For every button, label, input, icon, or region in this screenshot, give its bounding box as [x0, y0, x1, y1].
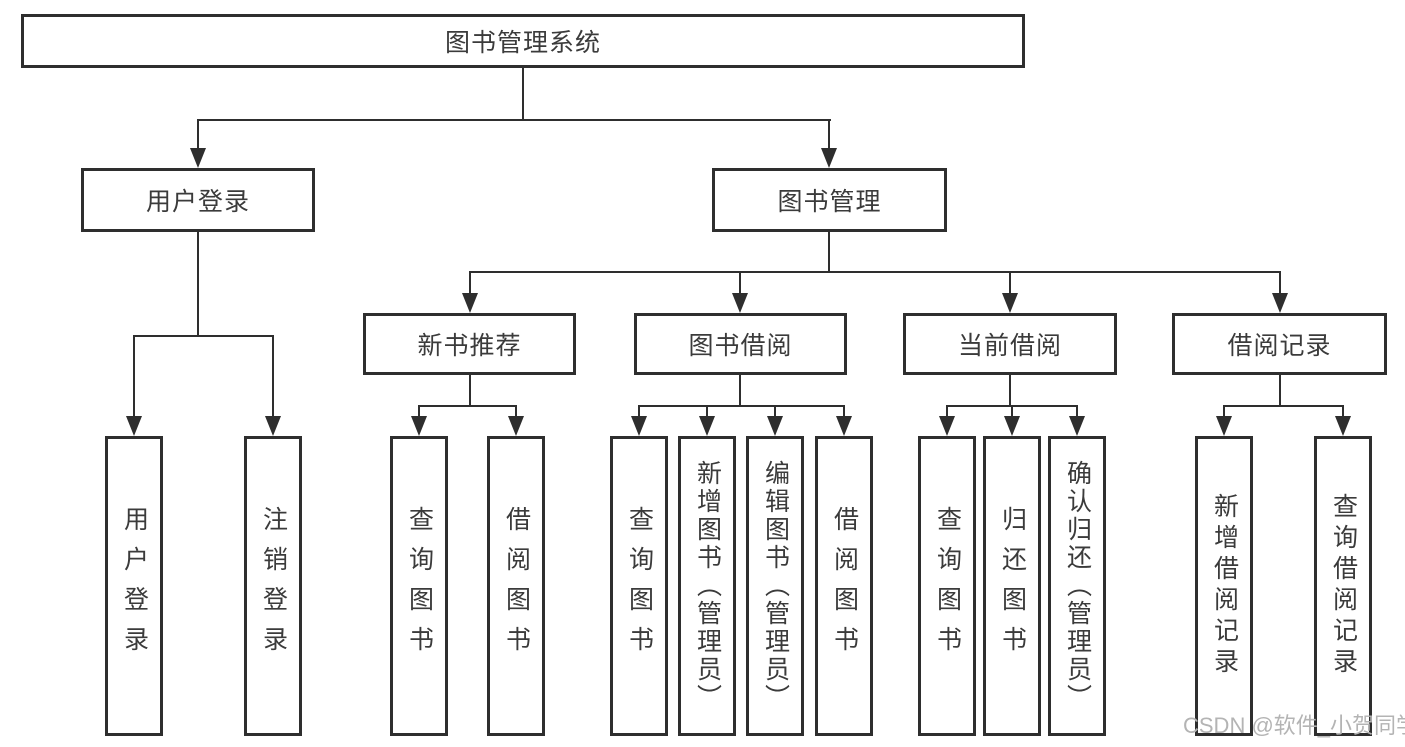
arrowhead — [939, 416, 955, 436]
arrowhead — [732, 293, 748, 313]
connector-line — [739, 271, 741, 297]
connector-line — [638, 405, 845, 407]
leaf-user-login: 用户登录 — [105, 436, 163, 736]
node-new-book-recommend-label: 新书推荐 — [417, 332, 522, 360]
leaf-return-book: 归还图书 — [983, 436, 1041, 736]
leaf-logout-label: 注销登录 — [259, 506, 288, 666]
arrowhead — [767, 416, 783, 436]
connector-line — [1009, 271, 1011, 297]
arrowhead — [1069, 416, 1085, 436]
arrowhead — [411, 416, 427, 436]
leaf-query-books-borrow: 查询图书 — [610, 436, 668, 736]
connector-line — [1223, 405, 1344, 407]
node-book-borrow: 图书借阅 — [634, 313, 847, 375]
connector-line — [197, 119, 199, 151]
leaf-borrow-books-borrow: 借阅图书 — [815, 436, 873, 736]
leaf-user-login-label: 用户登录 — [120, 506, 149, 666]
arrowhead — [1335, 416, 1351, 436]
watermark: CSDN @软件_小贺同学 — [1183, 713, 1405, 738]
node-root: 图书管理系统 — [21, 14, 1025, 68]
arrowhead — [699, 416, 715, 436]
connector-line — [706, 405, 708, 419]
leaf-query-books-current-label: 查询图书 — [933, 506, 962, 666]
connector-line — [828, 232, 830, 273]
connector-line — [946, 405, 948, 419]
connector-line — [1009, 375, 1011, 407]
connector-line — [739, 375, 741, 407]
leaf-query-borrow-record: 查询借阅记录 — [1314, 436, 1372, 736]
connector-line — [515, 405, 517, 419]
connector-line — [1342, 405, 1344, 419]
arrowhead — [631, 416, 647, 436]
arrowhead — [265, 416, 281, 436]
leaf-edit-book-admin-label: 编辑图书（管理员） — [761, 460, 790, 712]
leaf-query-books-borrow-label: 查询图书 — [625, 506, 654, 666]
connector-line — [469, 271, 471, 297]
node-current-borrow: 当前借阅 — [903, 313, 1117, 375]
connector-line — [522, 68, 524, 120]
node-user-login: 用户登录 — [81, 168, 315, 232]
arrowhead — [1004, 416, 1020, 436]
arrowhead — [821, 148, 837, 168]
leaf-query-books-recommend-label: 查询图书 — [405, 506, 434, 666]
leaf-query-books-current: 查询图书 — [918, 436, 976, 736]
arrowhead — [836, 416, 852, 436]
leaf-confirm-return-admin: 确认归还（管理员） — [1048, 436, 1106, 736]
connector-line — [828, 119, 830, 151]
arrowhead — [126, 416, 142, 436]
leaf-confirm-return-admin-label: 确认归还（管理员） — [1063, 460, 1092, 712]
leaf-add-book-admin-label: 新增图书（管理员） — [693, 460, 722, 712]
leaf-add-borrow-record: 新增借阅记录 — [1195, 436, 1253, 736]
node-borrow-records: 借阅记录 — [1172, 313, 1387, 375]
connector-line — [133, 335, 135, 419]
connector-line — [1011, 405, 1013, 419]
leaf-query-books-recommend: 查询图书 — [390, 436, 448, 736]
connector-line — [133, 335, 274, 337]
arrowhead — [508, 416, 524, 436]
node-current-borrow-label: 当前借阅 — [957, 332, 1062, 360]
leaf-add-borrow-record-label: 新增借阅记录 — [1210, 493, 1239, 679]
connector-line — [1279, 271, 1281, 297]
connector-line — [1076, 405, 1078, 419]
node-borrow-records-label: 借阅记录 — [1227, 332, 1332, 360]
leaf-borrow-books-borrow-label: 借阅图书 — [830, 506, 859, 666]
connector-line — [197, 232, 199, 337]
leaf-add-book-admin: 新增图书（管理员） — [678, 436, 736, 736]
leaf-query-borrow-record-label: 查询借阅记录 — [1329, 493, 1358, 679]
arrowhead — [462, 293, 478, 313]
connector-line — [418, 405, 420, 419]
node-book-borrow-label: 图书借阅 — [688, 332, 793, 360]
node-book-management: 图书管理 — [712, 168, 947, 232]
node-book-management-label: 图书管理 — [777, 188, 882, 216]
connector-line — [774, 405, 776, 419]
leaf-borrow-books-recommend-label: 借阅图书 — [502, 506, 531, 666]
connector-line — [638, 405, 640, 419]
node-new-book-recommend: 新书推荐 — [363, 313, 576, 375]
arrowhead — [1216, 416, 1232, 436]
connector-line — [418, 405, 517, 407]
connector-line — [469, 375, 471, 407]
arrowhead — [1002, 293, 1018, 313]
arrowhead — [190, 148, 206, 168]
leaf-logout: 注销登录 — [244, 436, 302, 736]
leaf-edit-book-admin: 编辑图书（管理员） — [746, 436, 804, 736]
connector-line — [272, 335, 274, 419]
leaf-borrow-books-recommend: 借阅图书 — [487, 436, 545, 736]
connector-line — [469, 271, 1281, 273]
connector-line — [843, 405, 845, 419]
connector-line — [1279, 375, 1281, 407]
connector-line — [1223, 405, 1225, 419]
node-root-label: 图书管理系统 — [444, 29, 601, 57]
node-user-login-label: 用户登录 — [145, 188, 250, 216]
leaf-return-book-label: 归还图书 — [998, 506, 1027, 666]
arrowhead — [1272, 293, 1288, 313]
connector-line — [197, 119, 831, 121]
